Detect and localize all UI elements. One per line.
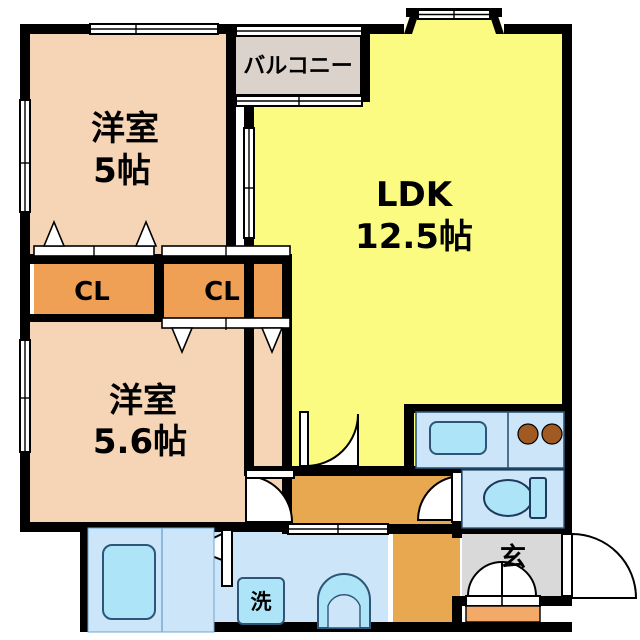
fixtures: [87, 411, 565, 633]
label-balcony: バルコニー: [243, 54, 353, 79]
balcony-bottom-window: [235, 95, 363, 107]
balcony-top-window: [235, 25, 363, 37]
washing-machine: [237, 577, 285, 625]
wall-right: [562, 24, 572, 604]
hallway-window: [287, 523, 389, 535]
wall-bay-right-diag: [488, 10, 504, 34]
ldk-entry-door[interactable]: [299, 411, 359, 467]
room-fill-closet-south: [162, 262, 290, 318]
label-closet-south: CL: [204, 277, 240, 307]
wall-bay-left-diag: [404, 10, 420, 34]
toilet-bowl: [483, 479, 533, 517]
label-ldk-name: LDK: [376, 175, 454, 215]
wall-hallway-right-lower: [452, 596, 462, 632]
windows: [19, 9, 491, 535]
wall-closet-north-bottom: [20, 314, 160, 322]
wall-between-closets: [154, 254, 164, 322]
ldk-left-window: [243, 127, 255, 239]
entrance-step: [465, 605, 541, 623]
front-door[interactable]: [561, 532, 638, 599]
bedroom-south-door[interactable]: [245, 469, 295, 523]
label-bedroom-north-name: 洋室: [91, 109, 159, 149]
wall-hallway-top-left: [244, 466, 404, 476]
wall-bottom-left-vert: [80, 528, 90, 632]
room-fills: [28, 10, 565, 632]
bedroom-north-left-window: [19, 99, 31, 213]
wall-bedroom-south-right: [282, 254, 292, 526]
wall-ldk-left-lower: [244, 262, 254, 474]
label-entrance: 玄: [500, 542, 526, 573]
wall-bedroom-south-bottom: [20, 522, 292, 532]
label-washer: 洗: [251, 590, 272, 614]
closet-south-doors[interactable]: [161, 317, 291, 355]
room-fill-balcony: [235, 32, 361, 100]
toilet-tank: [529, 477, 547, 519]
bedroom-south-left-window: [19, 339, 31, 453]
gas-burner-left: [517, 423, 539, 445]
wall-kitchen-top: [404, 404, 572, 413]
label-bedroom-south-name: 洋室: [109, 381, 177, 421]
gas-burner-right: [541, 423, 563, 445]
closet-doors[interactable]: [33, 219, 291, 355]
entrance-double-door[interactable]: [465, 560, 541, 607]
wall-bedroom-north-right: [226, 24, 236, 264]
bathtub: [102, 544, 156, 620]
room-fill-hallway: [292, 468, 460, 632]
wall-top-right: [504, 24, 572, 34]
label-closet-north: CL: [74, 277, 110, 307]
label-ldk-size: 12.5帖: [355, 217, 473, 257]
wall-toilet-bottom: [452, 524, 572, 534]
label-bedroom-north-size: 5帖: [93, 151, 151, 191]
label-bedroom-south-size: 5.6帖: [93, 422, 187, 462]
vanity-sink-basin: [327, 594, 361, 629]
bedroom-north-top-window: [89, 23, 219, 35]
room-fill-closet-north: [34, 262, 154, 318]
kitchen-sink: [429, 421, 487, 455]
bedroom-north-closet-doors[interactable]: [33, 219, 291, 257]
room-fill-bedroom-north: [28, 32, 228, 260]
wall-kitchen-left: [404, 404, 414, 476]
room-labels: 洋室 5帖 LDK 12.5帖 洋室 5.6帖 バルコニー CL CL 玄 洗: [74, 54, 526, 614]
wall-balcony-right: [360, 24, 370, 102]
ldk-bay-window: [417, 9, 491, 20]
